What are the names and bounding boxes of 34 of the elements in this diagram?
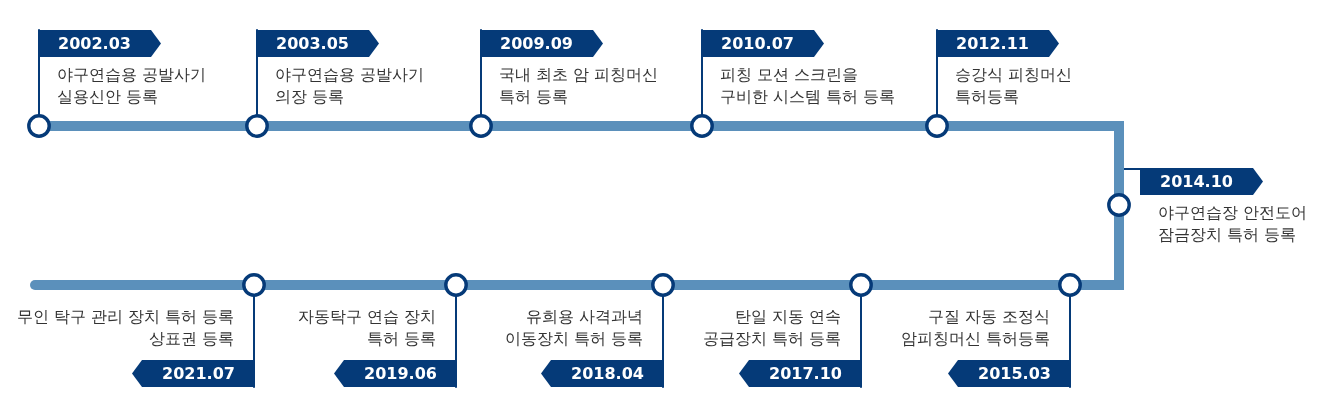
milestone-text: 국내 최초 암 피칭머신 특허 등록 <box>499 65 658 108</box>
timeline-dot <box>444 273 468 297</box>
timeline-dot <box>1058 273 1082 297</box>
milestone-text: 승강식 피칭머신 특허등록 <box>955 65 1072 108</box>
timeline-dot <box>690 114 714 138</box>
date-flag: 2014.10 <box>1140 168 1263 195</box>
date-flag: 2009.09 <box>480 30 603 57</box>
timeline-dot <box>1107 193 1131 217</box>
date-flag: 2003.05 <box>256 30 379 57</box>
milestone-text: 야구연습용 공발사기 실용신안 등록 <box>57 65 206 108</box>
flag-pole <box>1123 168 1141 170</box>
timeline-dot <box>27 114 51 138</box>
milestone-text: 피칭 모션 스크린을 구비한 시스템 특허 등록 <box>720 65 895 108</box>
date-flag: 2019.06 <box>334 360 457 387</box>
date-flag: 2002.03 <box>38 30 161 57</box>
timeline-dot <box>245 114 269 138</box>
milestone-text: 유희용 사격과녁 이동장치 특허 등록 <box>505 307 643 350</box>
date-flag: 2012.11 <box>936 30 1059 57</box>
date-flag: 2017.10 <box>739 360 862 387</box>
milestone-text: 야구연습장 안전도어 잠금장치 특허 등록 <box>1158 203 1307 246</box>
date-flag: 2018.04 <box>541 360 664 387</box>
milestone-text: 무인 탁구 관리 장치 특허 등록 상표권 등록 <box>17 307 234 350</box>
milestone-text: 자동탁구 연습 장치 특허 등록 <box>298 307 436 350</box>
date-flag: 2010.07 <box>701 30 824 57</box>
date-flag: 2015.03 <box>948 360 1071 387</box>
milestone-text: 구질 자동 조정식 암피칭머신 특허등록 <box>901 307 1050 350</box>
timeline-dot <box>925 114 949 138</box>
milestone-text: 야구연습용 공발사기 의장 등록 <box>275 65 424 108</box>
timeline-dot <box>651 273 675 297</box>
timeline-dot <box>242 273 266 297</box>
timeline-dot <box>849 273 873 297</box>
date-flag: 2021.07 <box>132 360 255 387</box>
milestone-text: 탄일 지동 연속 공급장치 특허 등록 <box>703 307 841 350</box>
timeline-dot <box>469 114 493 138</box>
